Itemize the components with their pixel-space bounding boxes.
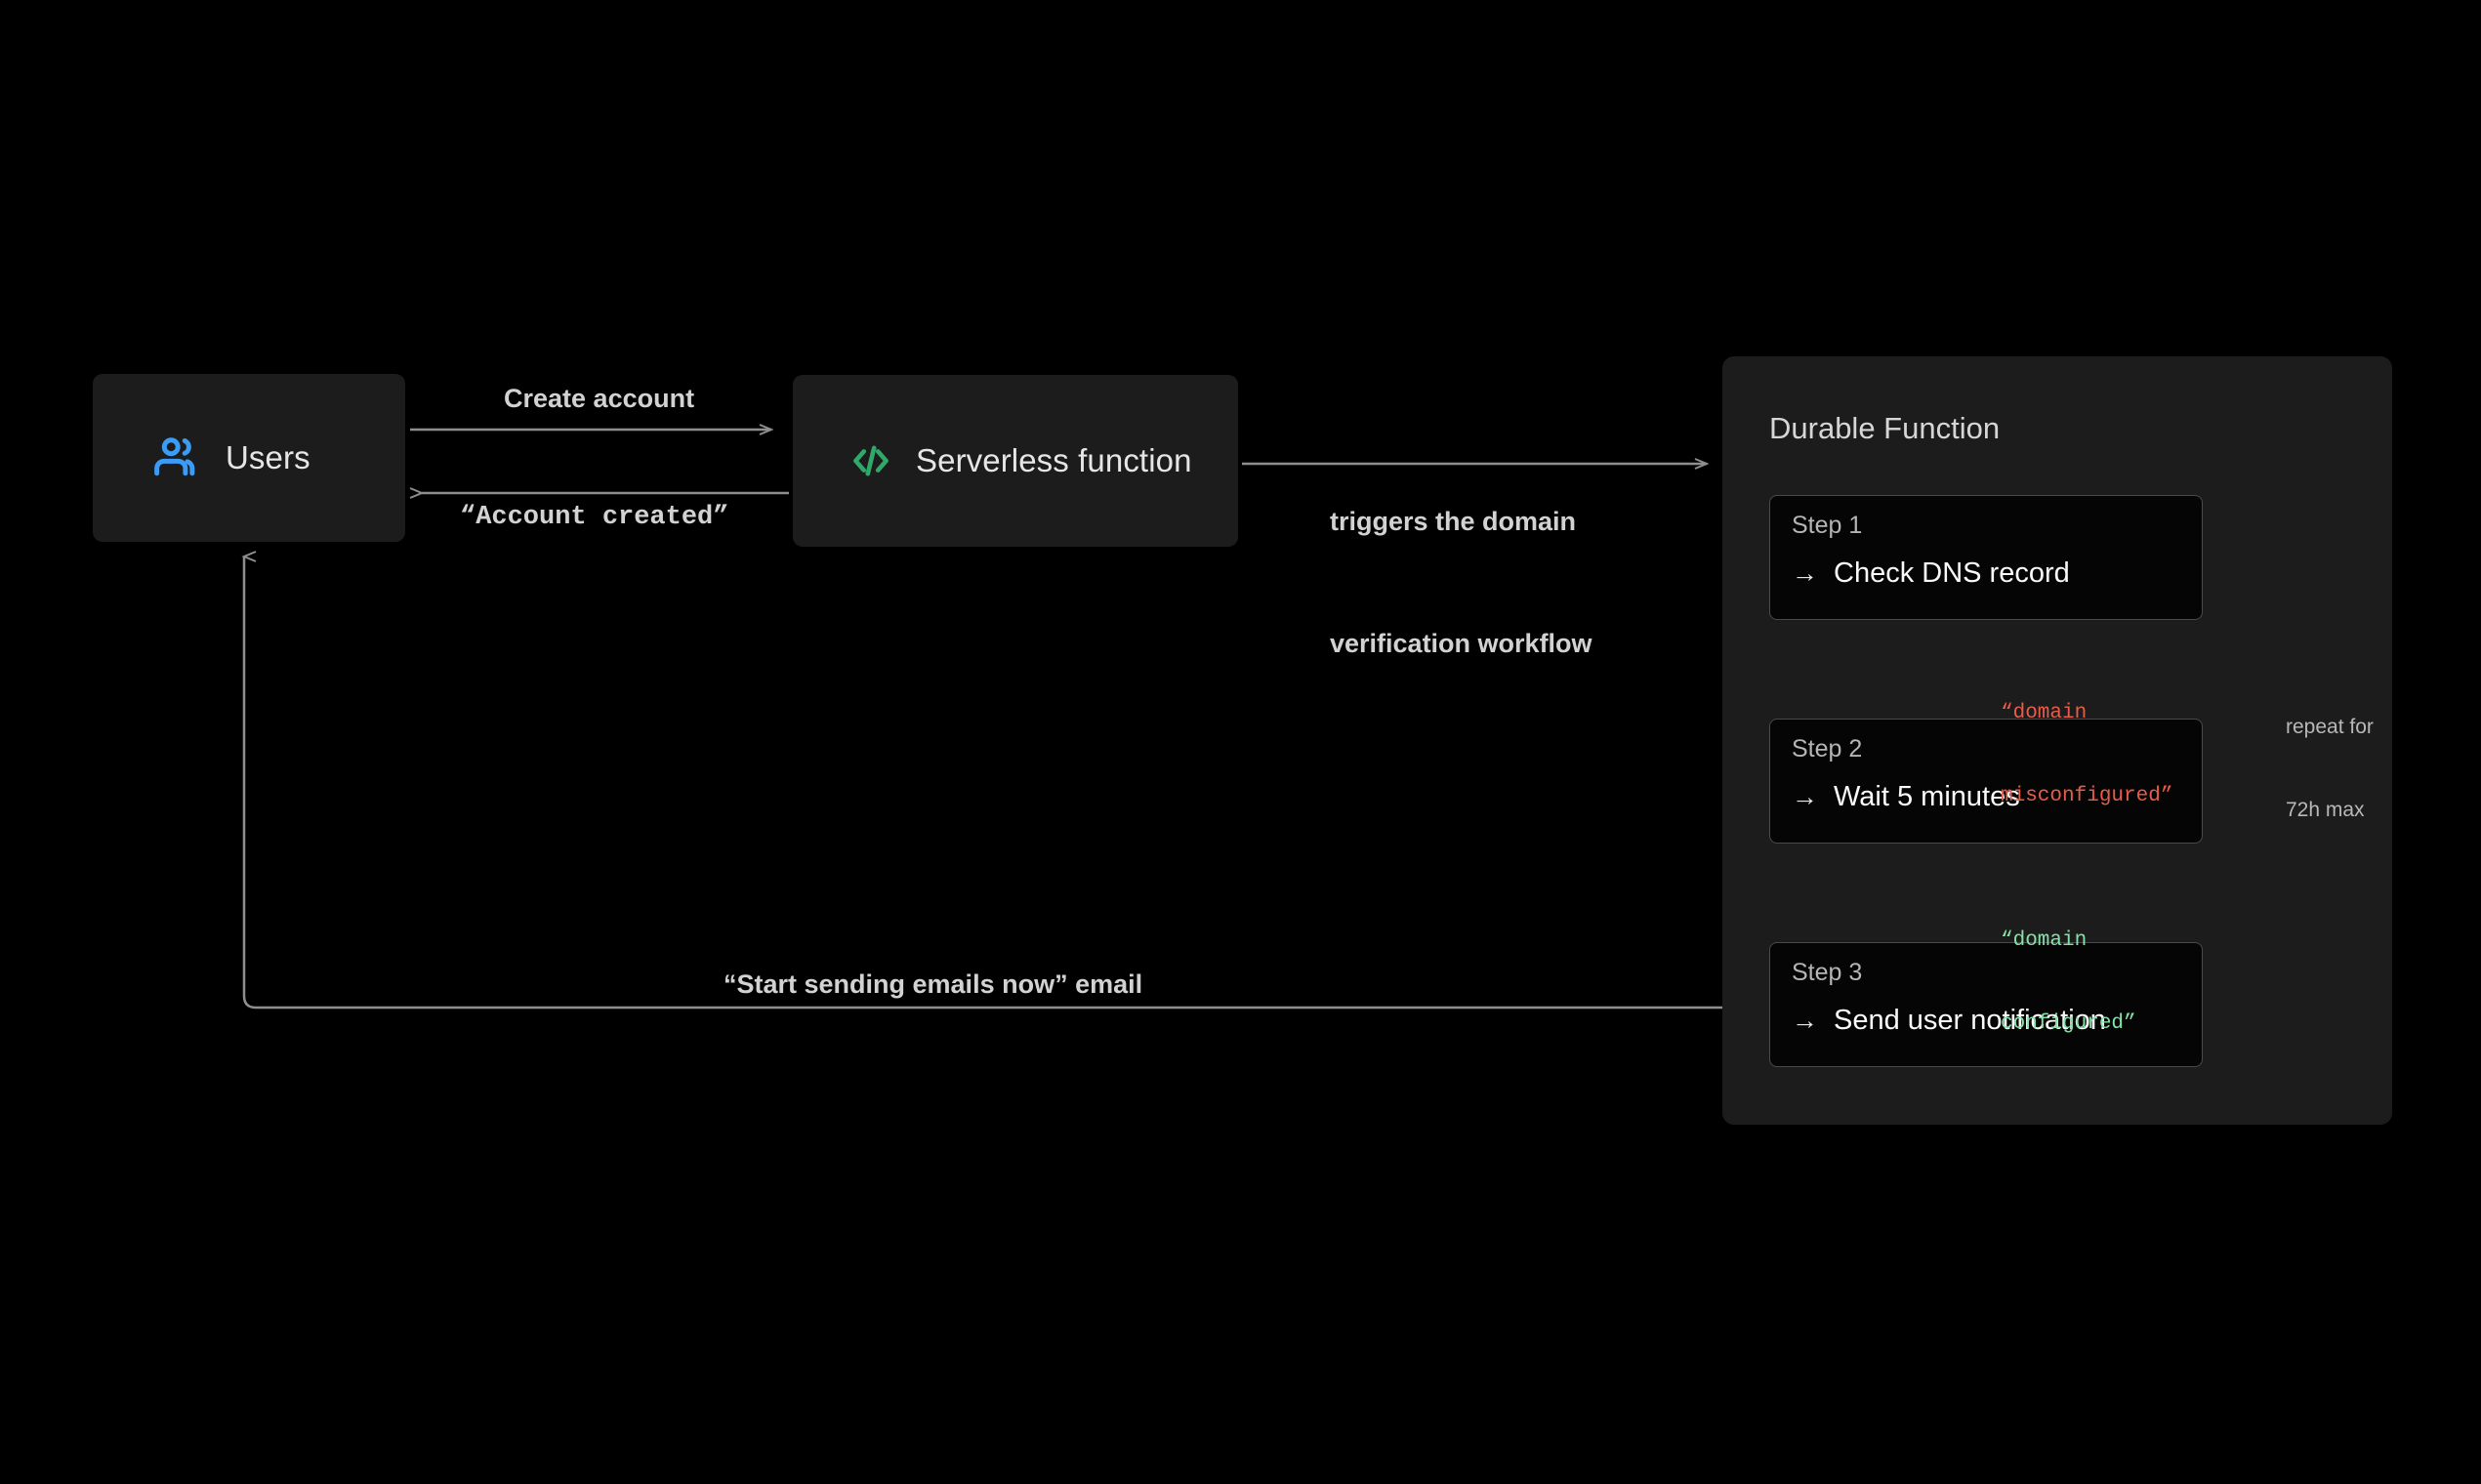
edge-label-repeat-line1: repeat for [2286, 715, 2374, 738]
step-2-kicker: Step 2 [1792, 735, 1863, 763]
arrow-right-icon: → [1792, 782, 1818, 811]
edge-label-configured-line2: configured” [2001, 1011, 2136, 1035]
node-users[interactable]: Users [93, 374, 405, 542]
edge-label-triggers-workflow: triggers the domain verification workflo… [1330, 420, 1592, 747]
users-icon [151, 432, 204, 484]
step-box-1[interactable]: Step 1 → Check DNS record [1769, 495, 2203, 620]
durable-function-title: Durable Function [1769, 411, 2001, 445]
arrow-right-icon: → [1792, 558, 1818, 588]
arrow-right-icon: → [1792, 1006, 1818, 1035]
code-brackets-icon [848, 437, 894, 484]
step-box-3[interactable]: Step 3 → Send user notification [1769, 942, 2203, 1067]
edge-label-domain-configured: “domain configured” [2001, 872, 2136, 1093]
step-3-body: → Send user notification [1792, 1005, 2202, 1037]
step-box-2[interactable]: Step 2 → Wait 5 minutes [1769, 719, 2203, 844]
edge-label-misconfigured-line1: “domain [2001, 701, 2088, 724]
node-serverless-label: Serverless function [916, 442, 1192, 478]
step-1-body: → Check DNS record [1792, 557, 2202, 590]
step-2-body: → Wait 5 minutes [1792, 781, 2202, 813]
step-3-kicker: Step 3 [1792, 959, 1863, 986]
edge-label-domain-misconfigured: “domain misconfigured” [2001, 644, 2172, 866]
edge-label-configured-line1: “domain [2001, 928, 2088, 952]
edge-label-repeat-line2: 72h max [2286, 798, 2365, 821]
edge-label-start-sending-email: “Start sending emails now” email [724, 969, 1143, 999]
step-1-kicker: Step 1 [1792, 512, 1863, 539]
edge-label-account-created: “Account created” [460, 503, 729, 532]
node-serverless-function[interactable]: Serverless function [793, 375, 1238, 547]
edge-label-misconfigured-line2: misconfigured” [2001, 784, 2173, 807]
step-3-action: Send user notification [1834, 1005, 2106, 1036]
node-users-label: Users [226, 439, 310, 475]
edge-label-triggers-line1: triggers the domain [1330, 506, 1577, 536]
edge-label-triggers-line2: verification workflow [1330, 629, 1592, 659]
step-1-action: Check DNS record [1834, 557, 2070, 589]
edge-label-create-account: Create account [504, 384, 695, 413]
panel-durable-function[interactable]: Durable Function Step 1 → Check DNS reco… [1722, 356, 2392, 1125]
step-2-action: Wait 5 minutes [1834, 781, 2020, 812]
edge-label-repeat-72h: repeat for 72h max [2286, 658, 2374, 880]
